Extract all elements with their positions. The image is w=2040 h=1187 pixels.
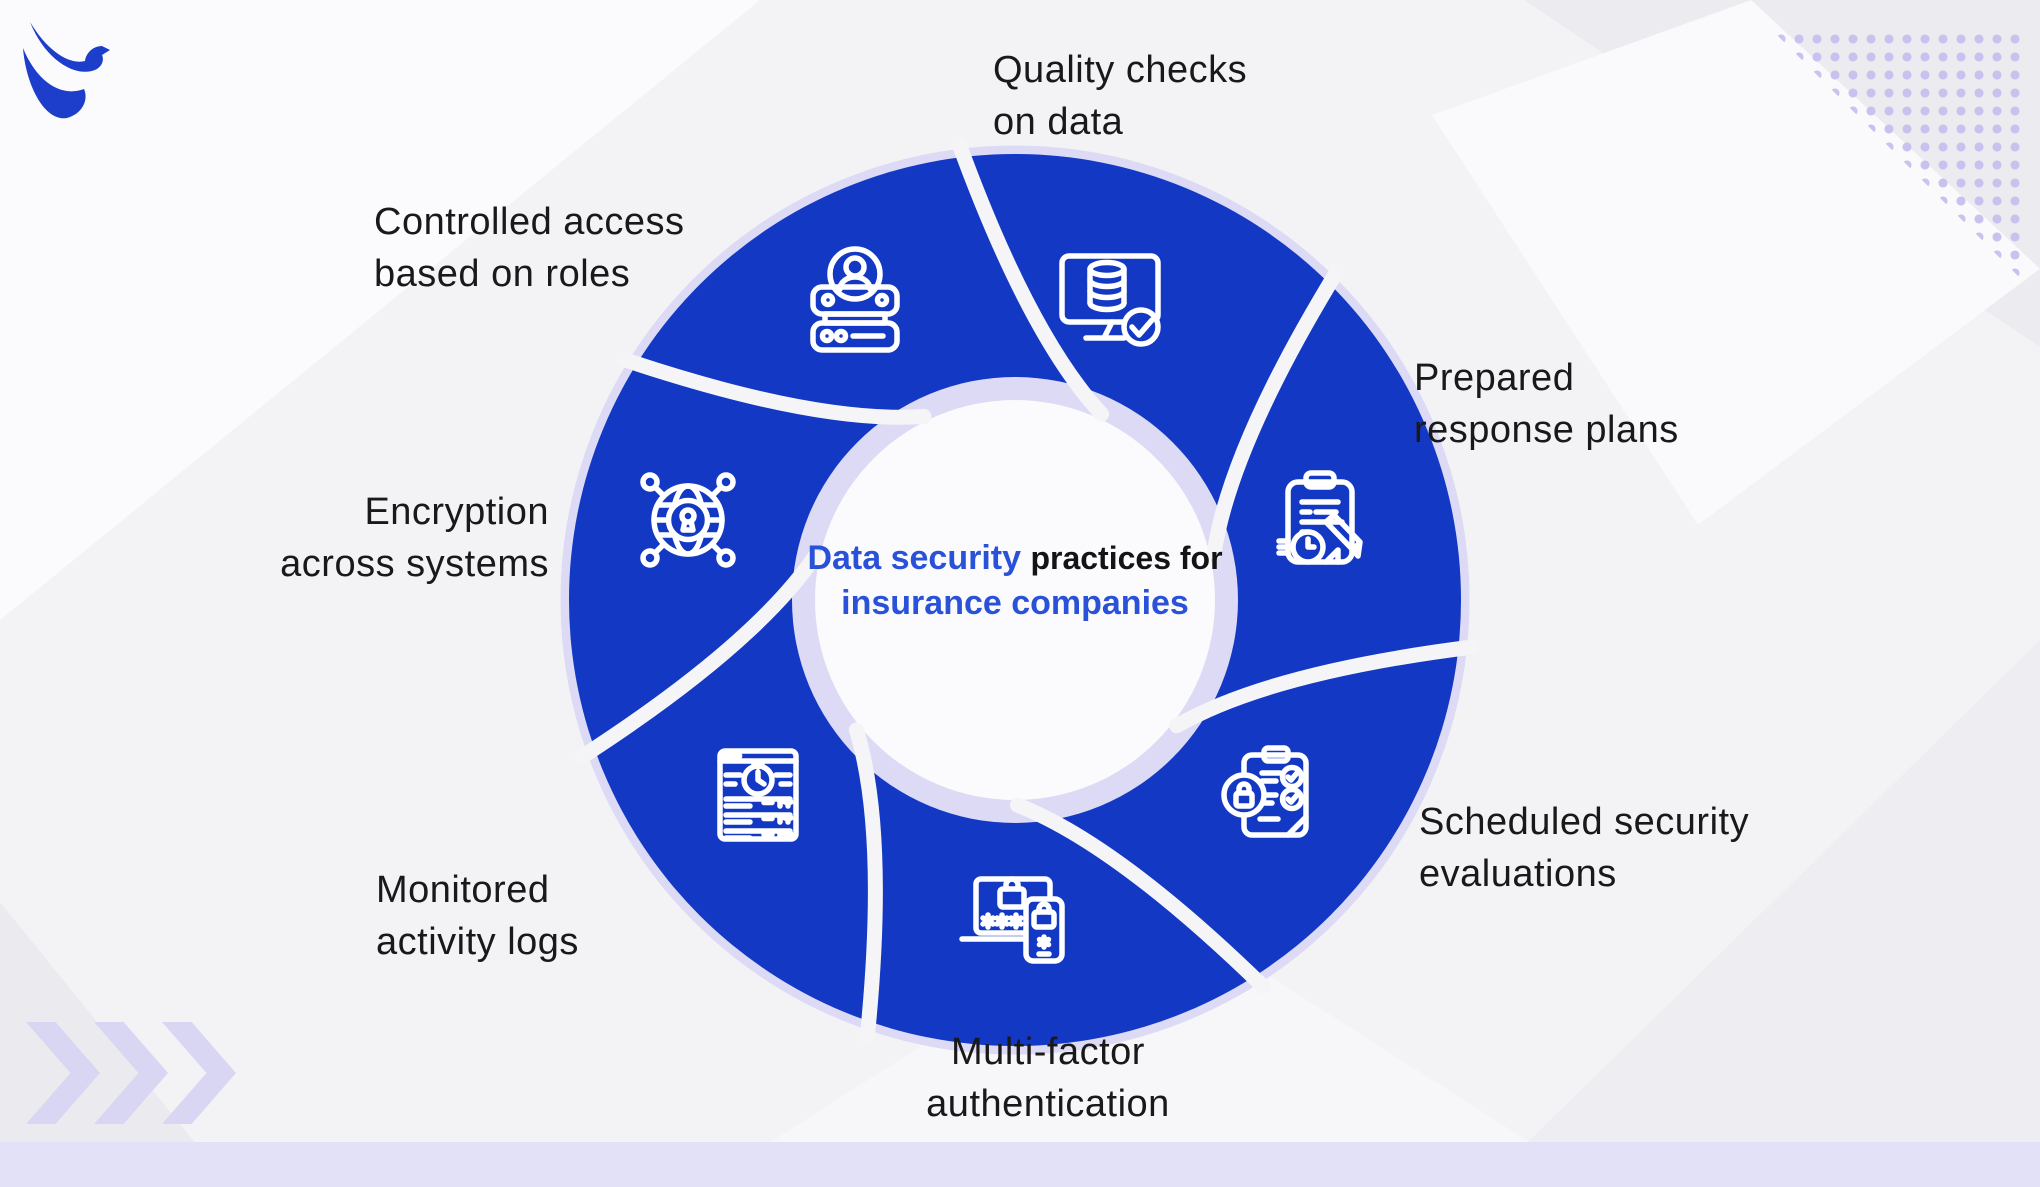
- chevron-arrow: [94, 1022, 168, 1124]
- label-line: authentication: [926, 1083, 1170, 1125]
- label-encryption: Encryption across systems: [229, 486, 549, 590]
- clipboard-clock-pencil-icon: [1276, 470, 1363, 565]
- label-line: on data: [993, 101, 1124, 143]
- label-line: Encryption: [364, 491, 549, 533]
- phoenix-bird-logo: [23, 22, 110, 119]
- dot-pattern: [1768, 26, 2020, 278]
- label-line: Monitored: [376, 869, 550, 911]
- label-line: Scheduled security: [1419, 801, 1750, 843]
- globe-keyhole-network-icon: [640, 472, 736, 568]
- background-shape: [1482, 640, 2040, 1187]
- chevron-arrow: [162, 1022, 236, 1124]
- label-quality-checks: Quality checks on data: [993, 44, 1247, 148]
- user-server-icon: [810, 246, 900, 353]
- security-practices-wheel: [560, 135, 1481, 1055]
- label-line: across systems: [280, 543, 549, 585]
- label-line: evaluations: [1419, 853, 1617, 895]
- wheel-title: Data security practices for insurance co…: [795, 536, 1235, 626]
- label-multi-factor-auth: Multi-factor authentication: [798, 1026, 1298, 1130]
- segment-gaps: [574, 135, 1481, 1044]
- label-line: based on roles: [374, 253, 631, 295]
- center-circle: [815, 400, 1215, 800]
- label-line: Prepared: [1414, 357, 1575, 399]
- label-prepared-response: Prepared response plans: [1414, 352, 1679, 456]
- wheel-title-line1: Data security: [807, 539, 1021, 577]
- label-monitored-logs: Monitored activity logs: [376, 864, 579, 968]
- label-line: activity logs: [376, 921, 579, 963]
- label-line: Multi-factor: [951, 1031, 1145, 1073]
- log-window-clock-icon: [717, 748, 799, 842]
- label-line: Controlled access: [374, 201, 685, 243]
- chevron-arrow: [26, 1022, 100, 1124]
- laptop-phone-lock-icon: [959, 876, 1065, 964]
- label-line: response plans: [1414, 409, 1679, 451]
- bottom-band: [0, 1142, 2040, 1187]
- label-controlled-access: Controlled access based on roles: [374, 196, 685, 300]
- background-shape: [0, 902, 232, 1187]
- wheel-title-line2: practices for: [1030, 540, 1223, 576]
- clipboard-lock-checklist-icon: [1221, 745, 1309, 838]
- outer-halo-ring: [560, 145, 1470, 1055]
- label-line: Quality checks: [993, 49, 1248, 91]
- wheel-title-line3: insurance companies: [841, 584, 1189, 622]
- label-scheduled-evaluations: Scheduled security evaluations: [1419, 796, 1749, 900]
- monitor-database-check-icon: [1059, 253, 1161, 347]
